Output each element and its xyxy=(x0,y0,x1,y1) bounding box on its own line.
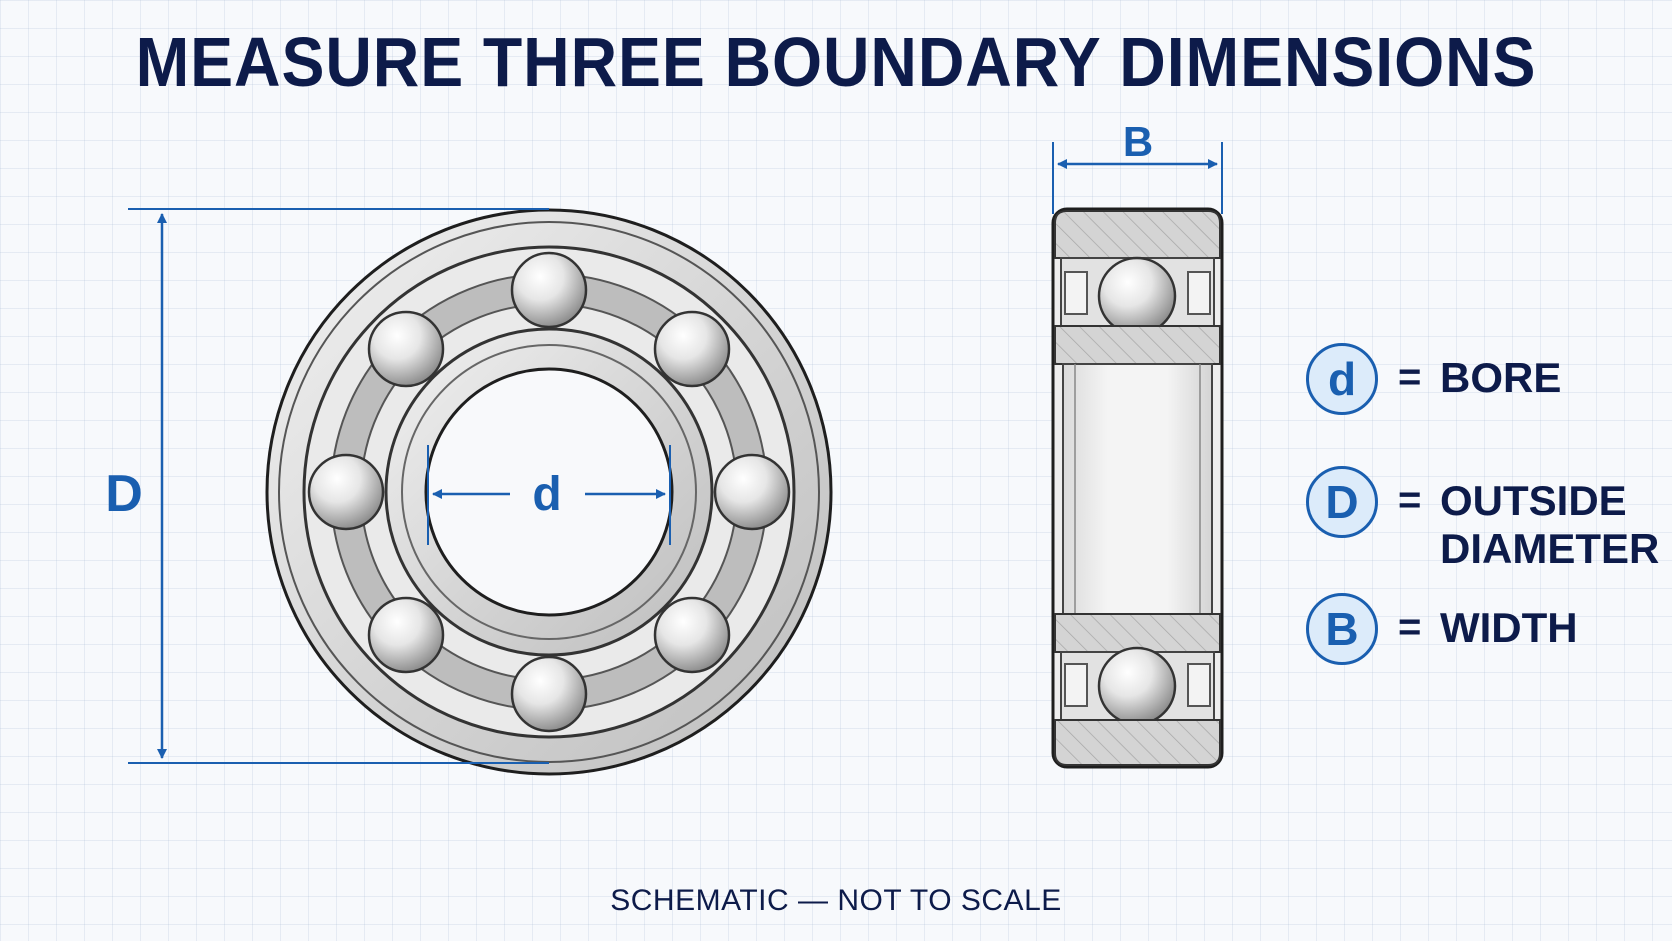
legend-item-bore: d = BORE xyxy=(1306,343,1660,415)
legend-badge-outside-diameter: D xyxy=(1306,466,1378,538)
footnote: SCHEMATIC — NOT TO SCALE xyxy=(610,884,1062,917)
legend-equals: = xyxy=(1398,478,1422,522)
outer-diameter-label: D xyxy=(105,465,143,523)
side-bore xyxy=(1062,363,1213,615)
legend-equals: = xyxy=(1398,605,1422,649)
width-label: B xyxy=(1123,118,1153,165)
bore-label: d xyxy=(532,468,561,521)
bore-dimension: d xyxy=(427,445,671,545)
ball xyxy=(1097,256,1177,336)
legend-item-width: B = WIDTH xyxy=(1306,593,1660,665)
ball xyxy=(713,453,791,531)
outer-diameter-dimension: D xyxy=(105,208,549,764)
ball xyxy=(653,310,731,388)
legend-item-outside-diameter: D = OUTSIDE DIAMETER xyxy=(1306,466,1660,573)
legend-badge-width: B xyxy=(1306,593,1378,665)
legend-equals: = xyxy=(1398,355,1422,399)
legend-text-outside-diameter: OUTSIDE DIAMETER xyxy=(1440,477,1660,572)
ball xyxy=(367,310,445,388)
page-title: MEASURE THREE BOUNDARY DIMENSIONS xyxy=(135,23,1537,101)
ball xyxy=(367,596,445,674)
legend-text-bore: BORE xyxy=(1440,354,1562,401)
ball xyxy=(653,596,731,674)
width-dimension: B xyxy=(1052,118,1223,214)
legend-badge-bore: d xyxy=(1306,343,1378,415)
legend-text-width: WIDTH xyxy=(1440,604,1578,651)
side-view xyxy=(1051,207,1224,769)
balls xyxy=(307,251,791,733)
ball xyxy=(510,251,588,329)
front-view xyxy=(265,208,833,776)
ball xyxy=(510,655,588,733)
ball xyxy=(307,453,385,531)
ball xyxy=(1097,646,1177,726)
bore xyxy=(424,367,674,617)
